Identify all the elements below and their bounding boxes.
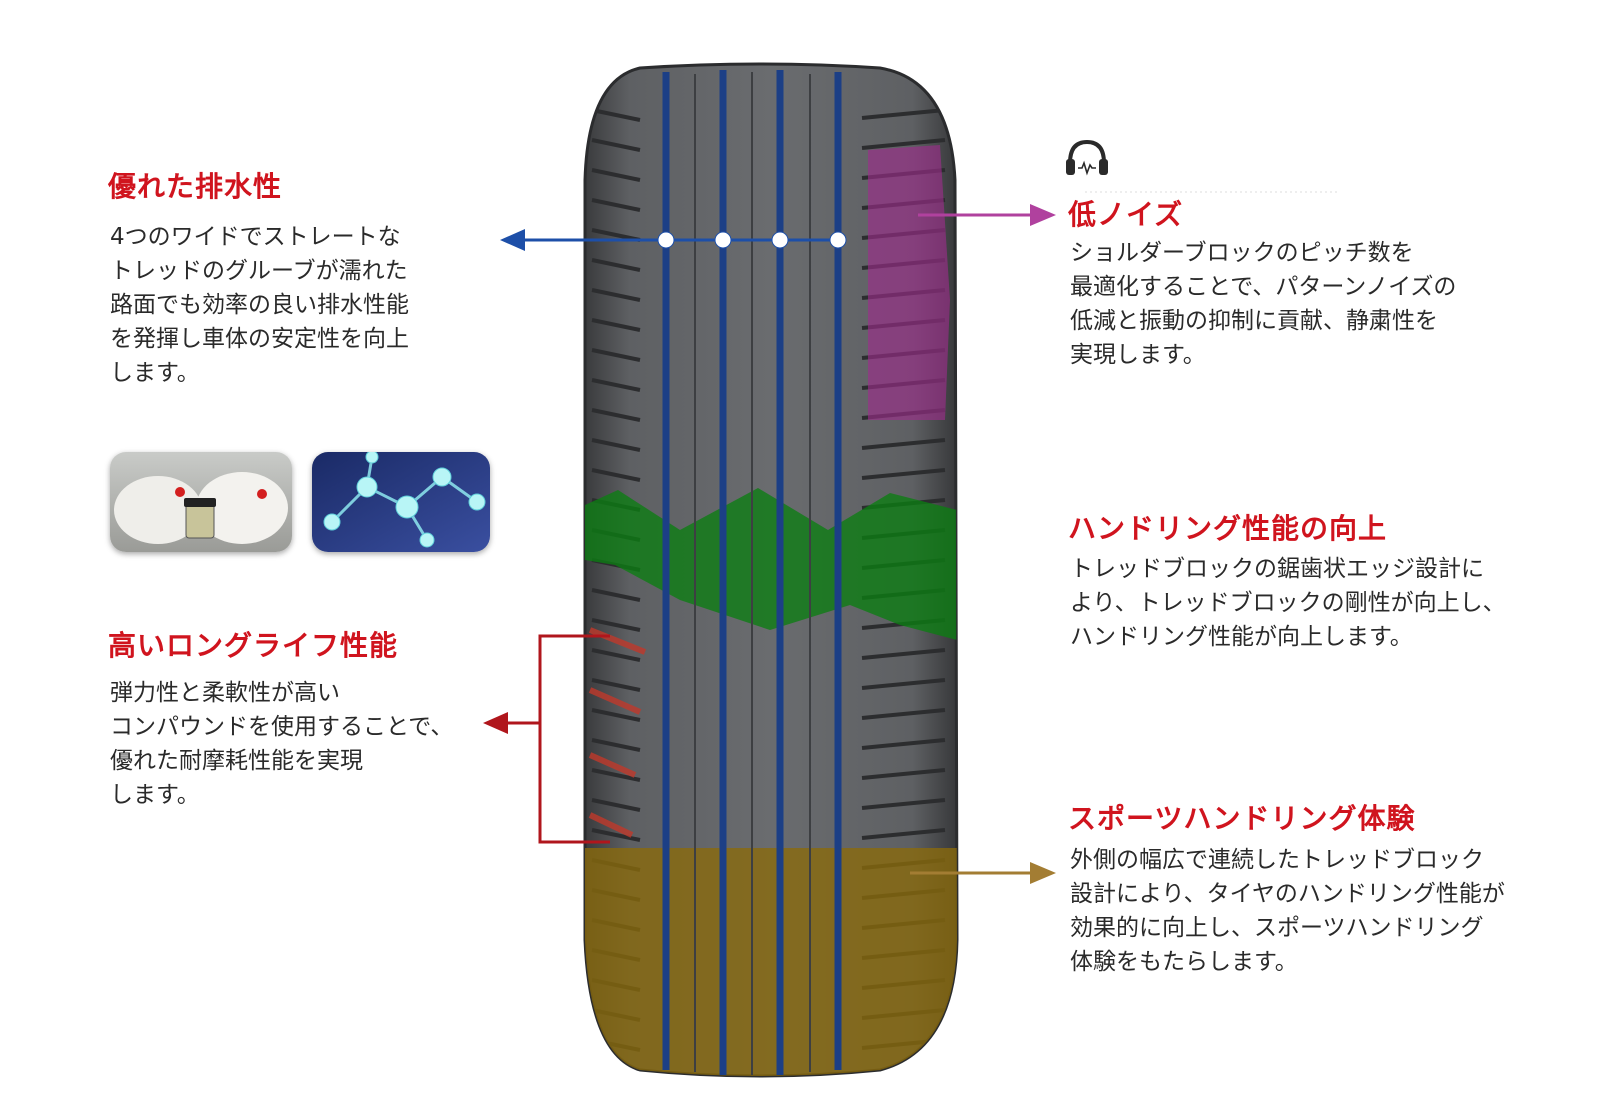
longlife-arrowhead xyxy=(483,712,508,734)
drainage-title: 優れた排水性 xyxy=(108,170,283,203)
handling-line: より、トレッドブロックの剛性が向上し、 xyxy=(1070,590,1506,616)
noise-line: 実現します。 xyxy=(1070,342,1206,368)
shoulder-sipe xyxy=(591,108,641,122)
longlife-description: 弾力性と柔軟性が高い コンパウンドを使用することで、 優れた耐摩耗性能を実現 し… xyxy=(110,676,453,812)
handling-zigzag-overlay xyxy=(585,488,957,640)
shoulder-sipe xyxy=(591,198,641,212)
shoulder-sipe xyxy=(591,408,641,422)
sport-arrowhead xyxy=(1030,862,1056,884)
molecule-structure-image xyxy=(312,452,490,552)
shoulder-sipe xyxy=(861,738,946,750)
shoulder-sipe xyxy=(591,708,641,722)
drainage-line: 4つのワイドでストレートな xyxy=(110,224,401,250)
sport-line: 体験をもたらします。 xyxy=(1070,949,1298,975)
shoulder-sipe xyxy=(591,678,641,692)
shoulder-sipe xyxy=(591,138,641,152)
shoulder-sipe xyxy=(591,738,641,752)
drainage-description: 4つのワイドでストレートな トレッドのグルーブが濡れた 路面でも効率の良い排水性… xyxy=(110,220,409,390)
groove-markers xyxy=(657,231,847,249)
shoulder-sipe xyxy=(591,348,641,362)
longlife-line: 弾力性と柔軟性が高い xyxy=(110,680,340,706)
longlife-line: 優れた耐摩耗性能を実現 xyxy=(110,748,363,774)
shoulder-sipe xyxy=(861,468,946,480)
sport-description: 外側の幅広で連続したトレッドブロック 設計により、タイヤのハンドリング性能が 効… xyxy=(1070,843,1505,979)
shoulder-sipe xyxy=(591,618,641,632)
shoulder-sipe xyxy=(591,318,641,332)
shoulder-sipe xyxy=(591,288,641,302)
sport-title: スポーツハンドリング体験 xyxy=(1068,802,1416,835)
shoulder-sipe xyxy=(861,108,946,120)
shoulder-sipe xyxy=(591,258,641,272)
shoulder-sipe xyxy=(591,828,641,842)
noise-line: 低減と振動の抑制に貢献、静粛性を xyxy=(1070,308,1438,334)
shoulder-sipe xyxy=(591,648,641,662)
compound-samples-photo xyxy=(110,452,292,552)
shoulder-sipe xyxy=(591,468,641,482)
shoulder-sipe xyxy=(591,228,641,242)
shoulder-sipe xyxy=(861,708,946,720)
shoulder-sipe xyxy=(591,768,641,782)
drainage-line: を発揮し車体の安定性を向上 xyxy=(110,326,409,352)
shoulder-sipe xyxy=(861,828,946,840)
compound-photo-thumbnail xyxy=(110,452,292,552)
headphones-icon xyxy=(1066,139,1108,176)
drainage-line: します。 xyxy=(110,360,200,386)
shoulder-sipe xyxy=(861,648,946,660)
sport-line: 外側の幅広で連続したトレッドブロック xyxy=(1070,847,1484,873)
shoulder-sipe xyxy=(861,768,946,780)
longlife-title: 高いロングライフ性能 xyxy=(108,629,399,662)
handling-line: トレッドブロックの鋸歯状エッジ設計に xyxy=(1070,556,1484,582)
longlife-line: コンパウンドを使用することで、 xyxy=(110,714,454,740)
longlife-bracket xyxy=(538,634,610,844)
shoulder-sipe xyxy=(591,168,641,182)
noise-arrowhead xyxy=(1030,204,1056,226)
shoulder-sipe xyxy=(591,798,641,812)
molecule-thumbnail xyxy=(312,452,490,552)
drainage-line: トレッドのグルーブが濡れた xyxy=(110,258,408,284)
shoulder-sipe xyxy=(861,678,946,690)
handling-title: ハンドリング性能の向上 xyxy=(1068,512,1388,545)
noise-title: 低ノイズ xyxy=(1068,198,1184,231)
noise-description: ショルダーブロックのピッチ数を 最適化することで、パターンノイズの 低減と振動の… xyxy=(1070,236,1456,372)
handling-line: ハンドリング性能が向上します。 xyxy=(1070,624,1413,650)
shoulder-sipe xyxy=(591,438,641,452)
noise-line: 最適化することで、パターンノイズの xyxy=(1070,274,1457,300)
shoulder-sipe xyxy=(861,798,946,810)
sport-line: 効果的に向上し、スポーツハンドリング xyxy=(1070,915,1484,941)
shoulder-sipe xyxy=(591,588,641,602)
sport-line: 設計により、タイヤのハンドリング性能が xyxy=(1070,881,1505,907)
noise-shoulder-overlay xyxy=(868,145,950,420)
shoulder-sipe xyxy=(591,378,641,392)
drainage-line: 路面でも効率の良い排水性能 xyxy=(110,292,409,318)
drainage-arrowhead xyxy=(500,229,525,251)
sport-block-overlay xyxy=(585,848,957,1076)
shoulder-sipe xyxy=(861,138,946,150)
longlife-wear-marks xyxy=(588,627,647,838)
shoulder-sipe xyxy=(861,438,946,450)
noise-line: ショルダーブロックのピッチ数を xyxy=(1070,240,1414,266)
longlife-line: します。 xyxy=(110,782,200,808)
handling-description: トレッドブロックの鋸歯状エッジ設計に より、トレッドブロックの剛性が向上し、 ハ… xyxy=(1070,552,1506,654)
